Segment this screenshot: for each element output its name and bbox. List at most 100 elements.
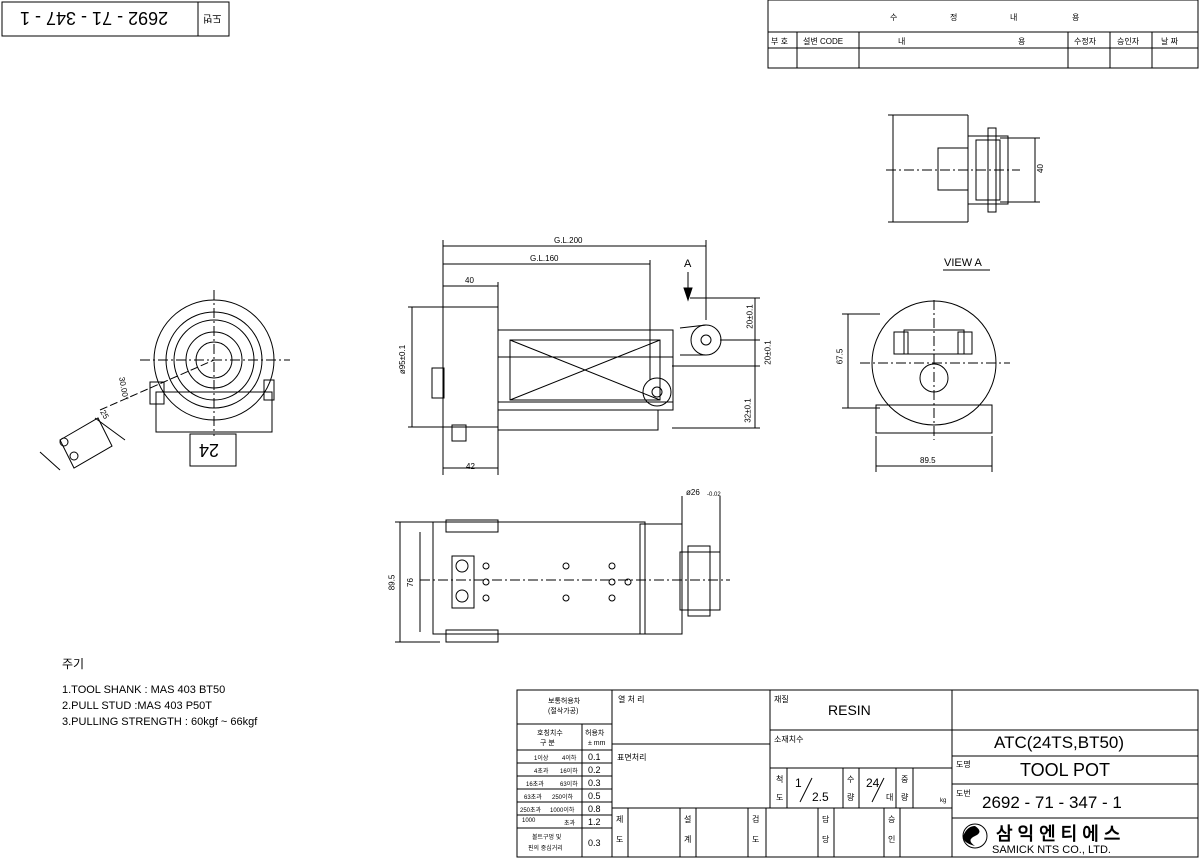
dim-67-5: 67.5 [835, 348, 845, 365]
sign-approved-1: 승 [888, 815, 896, 824]
qty-label-1: 수 [847, 775, 855, 784]
top-view-geometry [886, 114, 1040, 223]
revision-col-date: 날 짜 [1161, 37, 1178, 46]
tolerance-row-3-from: 16초과 [526, 782, 544, 788]
notes-item-2: 2.PULL STUD :MAS 403 P50T [62, 700, 212, 712]
tolerance-row-4-from: 63초과 [524, 795, 542, 801]
company-name-korean: 삼 익 엔 티 에 스 [996, 824, 1121, 844]
revision-col-editor: 수정자 [1074, 37, 1097, 46]
revision-col-content-2: 용 [1018, 37, 1026, 46]
tolerance-row-5-to: 1000이하 [550, 808, 575, 814]
tolerance-row-4-val: 0.5 [588, 791, 601, 801]
sign-charge-1: 담 [822, 815, 830, 824]
revision-header-3: 내 [1010, 13, 1018, 22]
weight-label-1: 중 [901, 775, 909, 784]
company-logo-ring [962, 823, 988, 849]
sign-approved-2: 인 [888, 835, 896, 844]
weight-label-2: 량 [901, 793, 909, 802]
tolerance-col-a1: 호칭치수 [537, 730, 563, 737]
front-view-geometry [408, 240, 760, 475]
drawing-number: 2692 - 71 - 347 - 1 [982, 793, 1122, 812]
tolerance-row-1-val: 0.1 [588, 752, 601, 762]
sign-checked-2: 도 [752, 835, 760, 844]
tolerance-col-b1: 허용차 [585, 730, 605, 737]
dim-phi95: ø95±0.1 [398, 344, 408, 375]
project-name: ATC(24TS,BT50) [994, 733, 1125, 752]
qty-value: 24 [866, 776, 880, 790]
tolerance-last-label-1: 볼트구멍 및 [532, 835, 562, 841]
tolerance-row-1-to: 4이하 [562, 756, 577, 762]
surface-label: 표면처리 [617, 753, 647, 762]
company-logo-mark [963, 826, 980, 846]
tolerance-title-2: (절삭가공) [548, 708, 579, 715]
tolerance-row-6-from: 1000 [522, 818, 536, 824]
revision-header-2: 정 [950, 13, 958, 22]
revision-col-code: 설변 CODE [803, 37, 844, 46]
dim-76: 76 [405, 578, 415, 587]
revision-col-mark: 부 호 [771, 37, 788, 46]
dim-gl160: G.L.160 [530, 254, 559, 263]
scale-label-2: 도 [776, 793, 784, 802]
tolerance-row-5-val: 0.8 [588, 804, 601, 814]
material-value: RESIN [828, 702, 871, 718]
dim-89-5-side: 89.5 [920, 456, 936, 465]
tolerance-last-value: 0.3 [588, 838, 601, 848]
revision-col-approver: 승인자 [1117, 37, 1140, 46]
view-a-geometry [842, 269, 1010, 472]
corner-stamp-tag: 도번 [203, 12, 222, 23]
dim-89-5-bottom: 89.5 [387, 574, 397, 591]
dim-20a: 20±0.1 [745, 304, 755, 329]
tolerance-row-6-val: 1.2 [588, 817, 601, 827]
revision-col-content-1: 내 [898, 37, 906, 46]
view-a-title: VIEW A [944, 257, 982, 269]
bottom-view-geometry [395, 496, 730, 643]
notes-item-3: 3.PULLING STRENGTH : 60kgf ~ 66kgf [62, 716, 258, 728]
drawing-no-label: 도번 [956, 789, 971, 798]
tolerance-row-5-from: 250초과 [520, 808, 542, 814]
sign-designed-2: 계 [684, 835, 692, 844]
tolerance-title-1: 보통허용차 [548, 698, 581, 705]
dim-40: 40 [465, 276, 474, 285]
pot-number-plate: 24 [199, 440, 220, 460]
dim-phi26: ø26 [686, 488, 700, 497]
dim-32: 32±0.1 [743, 398, 753, 423]
drawing-name-label: 도명 [956, 760, 971, 769]
sign-designed-1: 설 [684, 815, 692, 824]
scale-numerator: 1 [795, 776, 802, 790]
tolerance-row-1-from: 1이상 [534, 756, 549, 762]
corner-stamp-number: 2692 - 71 - 347 - 1 [20, 8, 169, 28]
dim-top-40: 40 [1035, 164, 1045, 173]
weight-unit: kg [940, 798, 947, 804]
scale-label-1: 척 [776, 775, 784, 784]
dim-phi26-tol: -0.02 [707, 492, 721, 498]
tolerance-row-2-val: 0.2 [588, 765, 601, 775]
left-view-geometry [39, 290, 290, 471]
revision-block-frame [767, 0, 1199, 69]
notes-title: 주기 [62, 657, 85, 671]
sign-checked-1: 검 [752, 815, 760, 824]
title-block-frame [516, 689, 1199, 858]
tolerance-row-2-from: 4초과 [534, 769, 549, 775]
tolerance-row-2-to: 16이하 [560, 769, 578, 775]
sign-charge-2: 당 [822, 835, 830, 844]
sign-drafted-1: 제 [616, 815, 624, 824]
notes-item-1: 1.TOOL SHANK : MAS 403 BT50 [62, 684, 226, 696]
corner-stamp-box [1, 1, 230, 37]
material-label: 재질 [774, 695, 789, 704]
company-name-english: SAMICK NTS CO., LTD. [992, 844, 1111, 856]
qty-label-2: 량 [847, 793, 855, 802]
dim-42: 42 [466, 462, 475, 471]
qty-unit: 대 [886, 793, 894, 802]
view-a-arrow-label: A [684, 258, 692, 270]
drawing-name: TOOL POT [1020, 760, 1111, 780]
revision-header-1: 수 [890, 13, 898, 22]
revision-header-4: 용 [1072, 13, 1080, 22]
tolerance-row-6-to: 초과 [564, 821, 576, 827]
raw-size-label: 소재치수 [774, 735, 804, 744]
heat-treat-label: 열 처 리 [618, 695, 645, 704]
sign-drafted-2: 도 [616, 835, 624, 844]
tolerance-row-3-val: 0.3 [588, 778, 601, 788]
tolerance-row-3-to: 63이하 [560, 782, 578, 788]
scale-denominator: 2.5 [812, 790, 829, 804]
